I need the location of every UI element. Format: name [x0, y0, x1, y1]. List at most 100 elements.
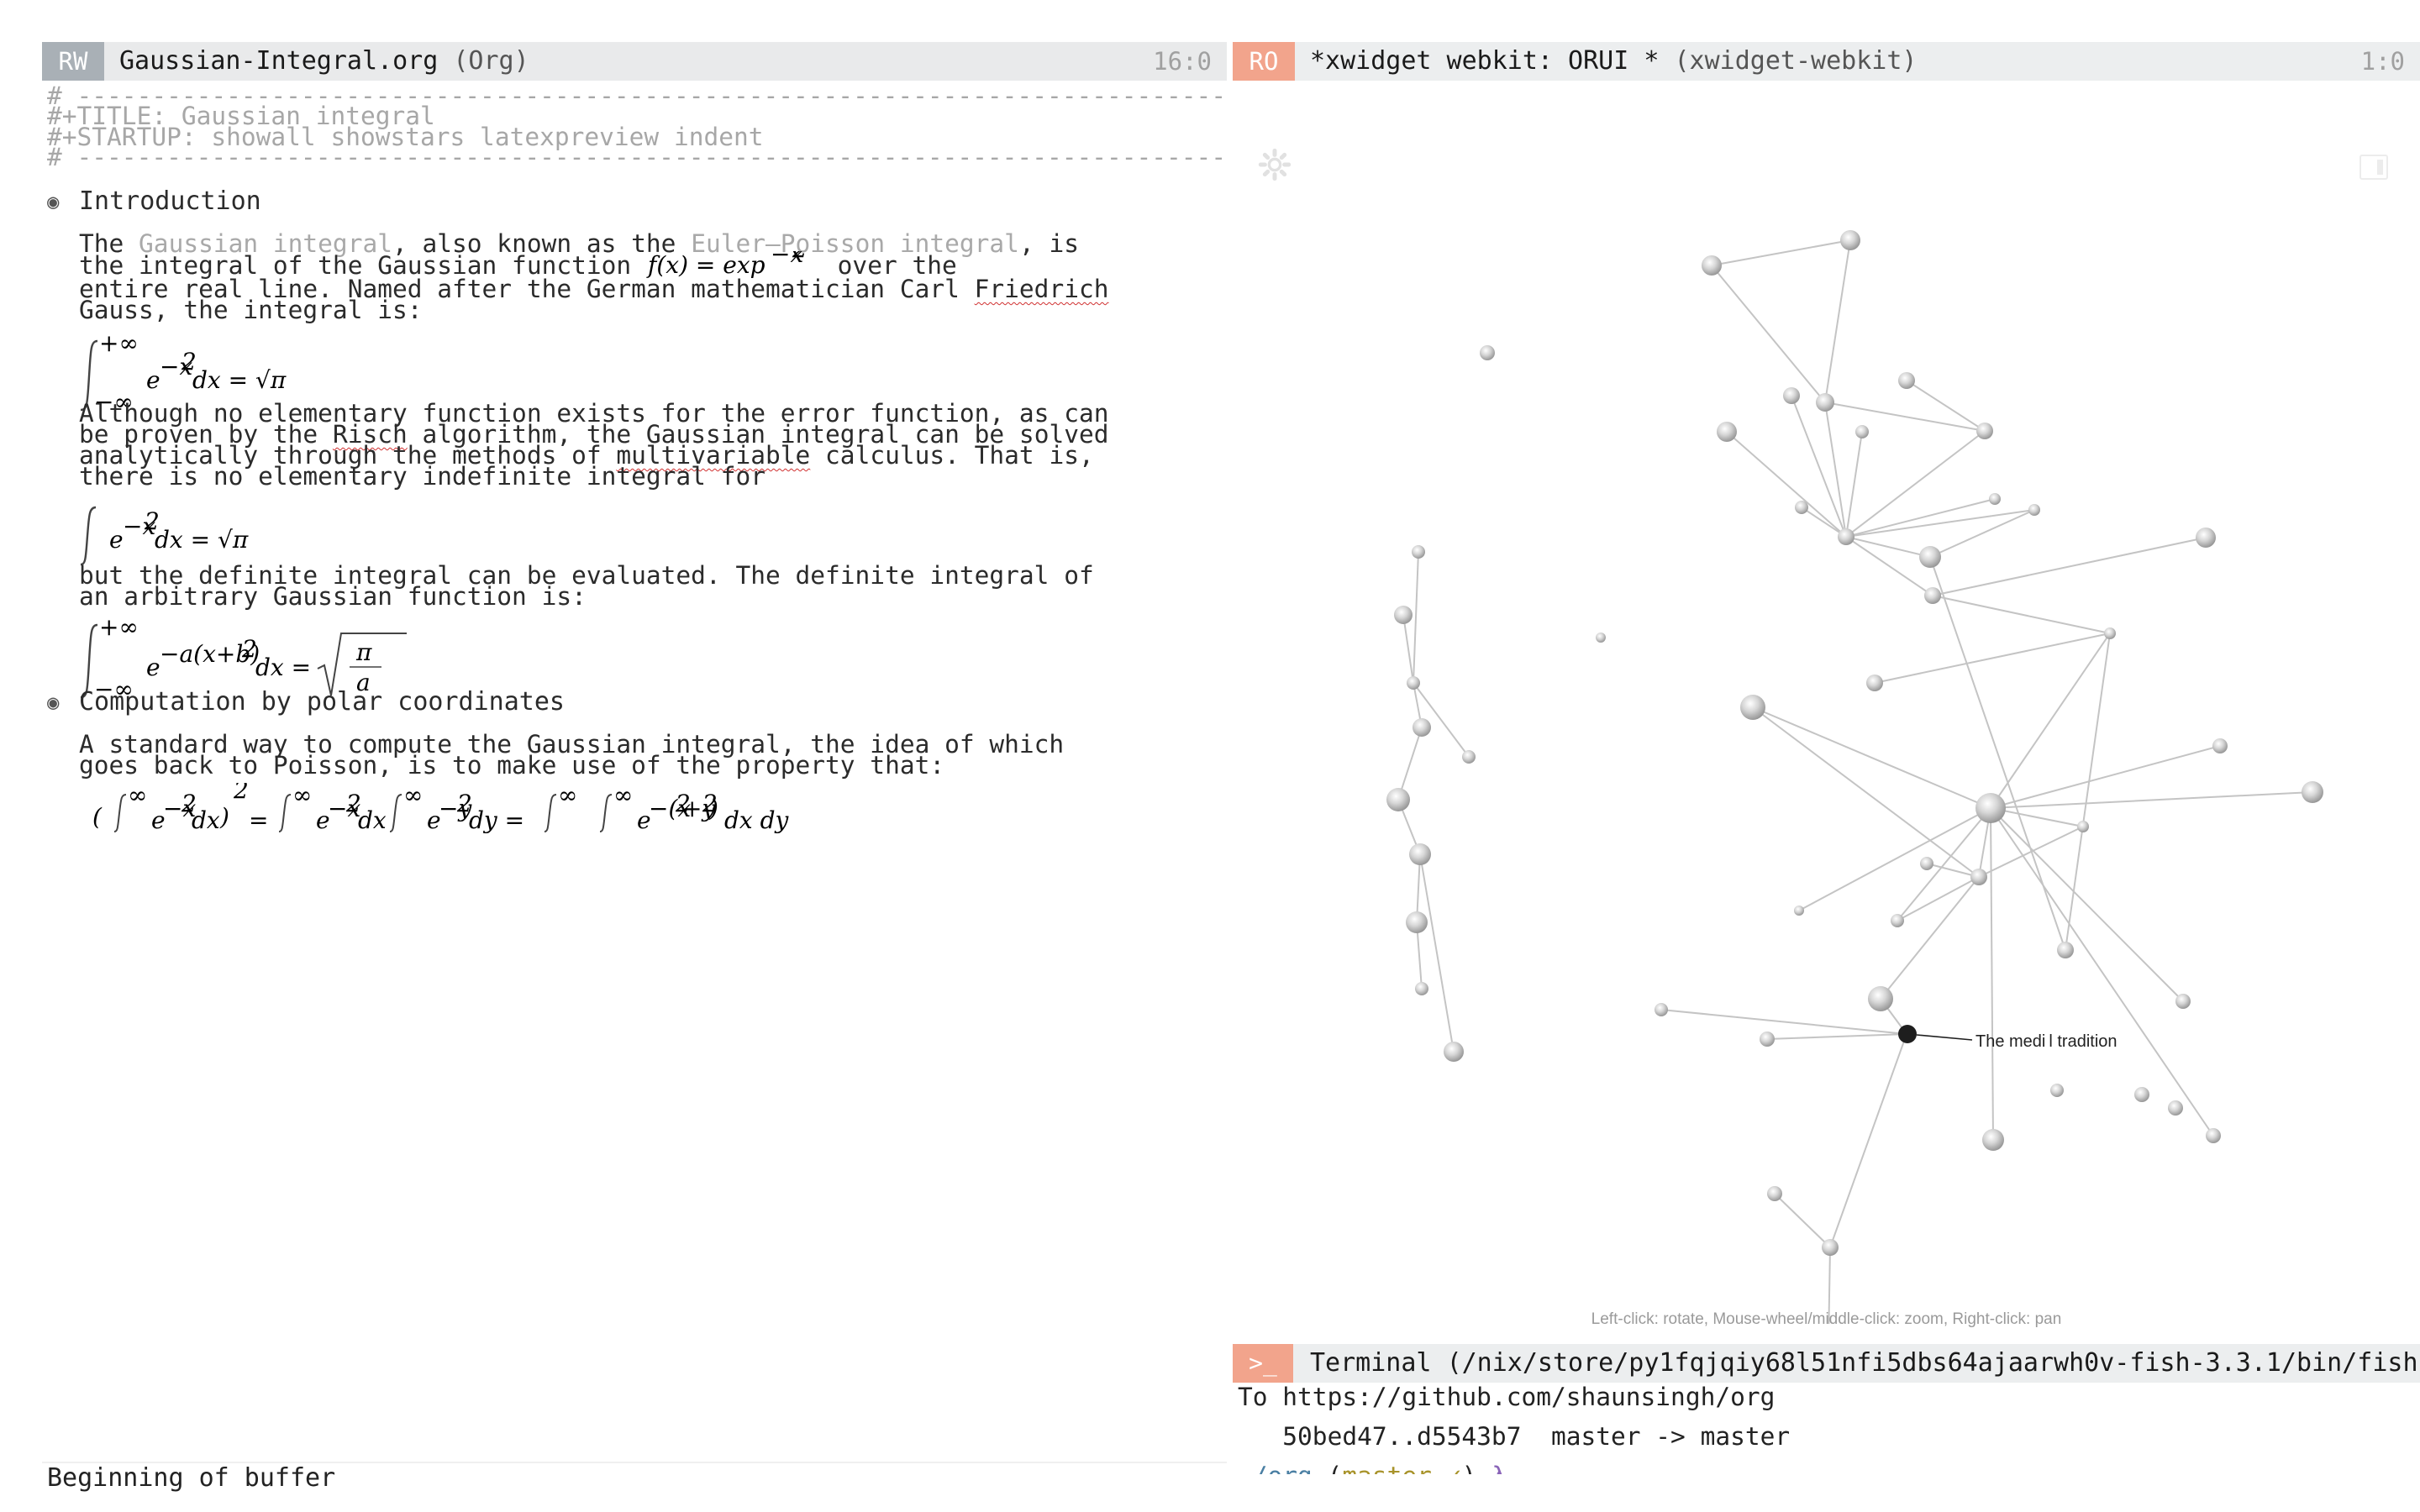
graph-node[interactable]	[1794, 906, 1804, 916]
graph-node[interactable]	[1866, 675, 1883, 691]
heading-polar-coordinates[interactable]: Computation by polar coordinates	[79, 687, 565, 717]
graph-node[interactable]	[2134, 1087, 2149, 1102]
graph-node[interactable]	[1919, 546, 1941, 568]
svg-text:−x: −x	[328, 795, 360, 822]
graph-node[interactable]	[1924, 587, 1941, 604]
graph-node[interactable]	[2028, 504, 2040, 516]
graph-node[interactable]	[2057, 942, 2074, 958]
graph-edge	[1897, 807, 1991, 921]
graph-node[interactable]	[1480, 345, 1495, 360]
intro-line-4: Gauss, the integral is:	[79, 296, 423, 324]
xwidget-webkit-pane[interactable]: RO *xwidget webkit: ORUI * (xwidget-webk…	[1233, 42, 2420, 1474]
graph-node[interactable]	[1406, 911, 1428, 933]
graph-edge	[1990, 633, 2111, 809]
graph-node[interactable]	[1868, 986, 1893, 1011]
heading-bullet-icon[interactable]: ◉	[47, 690, 60, 714]
graph-node[interactable]	[1444, 1042, 1464, 1062]
graph-node[interactable]	[2196, 528, 2216, 548]
graph-node[interactable]	[1989, 493, 2001, 505]
svg-text:e: e	[146, 366, 160, 394]
graph-svg[interactable]: The medi l tradition	[1233, 81, 2420, 1354]
svg-text:+∞: +∞	[99, 618, 139, 641]
graph-node[interactable]	[1655, 1003, 1668, 1016]
svg-text:π: π	[355, 638, 372, 666]
graph-node[interactable]	[1702, 255, 1722, 276]
graph-edge	[1416, 921, 1423, 990]
svg-text:−y: −y	[439, 795, 472, 822]
graph-edge	[1774, 1193, 1831, 1248]
heading-bullet-icon[interactable]: ◉	[47, 190, 60, 213]
graph-edge	[1416, 853, 1421, 923]
graph-node[interactable]	[1891, 914, 1904, 927]
graph-node[interactable]	[1783, 387, 1800, 404]
graph-node[interactable]	[2175, 994, 2191, 1009]
terminal-title: Terminal (/nix/store/py1fqjqiy68l51nfi5d…	[1310, 1348, 2420, 1378]
graph-node[interactable]	[1394, 606, 1413, 624]
graph-node[interactable]	[1816, 393, 1834, 412]
graph-node[interactable]	[1415, 982, 1428, 995]
svg-text:∞: ∞	[558, 783, 577, 809]
graph-node[interactable]	[1855, 425, 1869, 438]
graph-node[interactable]	[1409, 843, 1431, 865]
major-mode: (xwidget-webkit)	[1674, 46, 1918, 76]
graph-node[interactable]	[1975, 793, 2006, 823]
title-keyword: #+TITLE: Gaussian integral	[47, 102, 435, 130]
graph-node[interactable]	[1767, 1186, 1782, 1201]
sidebar-toggle-icon[interactable]	[2360, 155, 2388, 180]
svg-text:−x: −x	[163, 795, 196, 822]
graph-node[interactable]	[1412, 545, 1425, 559]
graph-node[interactable]	[1795, 501, 1808, 514]
graph-node[interactable]	[1462, 750, 1476, 764]
org-roam-graph-canvas[interactable]: The medi l tradition	[1233, 81, 2420, 1354]
svg-text:f(x) = exp: f(x) = exp	[646, 251, 765, 279]
org-editor-pane[interactable]: RW Gaussian-Integral.org (Org) 16:0 # --…	[42, 42, 1227, 1474]
buffer-name: *xwidget webkit: ORUI *	[1310, 46, 1660, 76]
graph-edge	[1845, 431, 1863, 538]
svg-text:dx = √π: dx = √π	[155, 526, 249, 554]
graph-node[interactable]	[2050, 1084, 2064, 1097]
buffer-text[interactable]: # --------------------------------------…	[42, 81, 1227, 1474]
ro-badge: RO	[1233, 42, 1295, 81]
graph-node[interactable]	[1386, 788, 1410, 811]
cursor-position: 16:0	[1153, 47, 1212, 76]
svg-text:e: e	[427, 806, 441, 834]
graph-node[interactable]	[2168, 1100, 2183, 1116]
graph-edge	[1906, 380, 1986, 432]
graph-edge	[1726, 431, 1847, 538]
svg-text:+∞: +∞	[99, 334, 139, 357]
terminal-output-1: To https://github.com/shaunsingh/org	[1238, 1383, 1776, 1411]
svg-text:−a(x+b): −a(x+b)	[160, 640, 260, 668]
terminal-prompt[interactable]: ~/org (master ✓) λ	[1238, 1459, 1507, 1474]
graph-node[interactable]	[2077, 821, 2089, 832]
heading-introduction[interactable]: Introduction	[79, 186, 261, 216]
graph-node-selected[interactable]	[1898, 1025, 1917, 1043]
graph-node[interactable]	[1760, 1032, 1775, 1047]
graph-node[interactable]	[1413, 718, 1431, 737]
graph-edge	[1845, 509, 2035, 538]
latex-preview-gaussian-integral: +∞ −∞ e −x 2 dx = √π	[80, 334, 287, 414]
link-euler-poisson[interactable]: Euler–Poisson integral	[691, 229, 1019, 258]
graph-node[interactable]	[1982, 1129, 2004, 1151]
svg-text:2: 2	[456, 790, 472, 817]
graph-node[interactable]	[1840, 230, 1860, 250]
link-gaussian-integral[interactable]: Gaussian integral	[139, 229, 392, 258]
graph-node[interactable]	[2206, 1128, 2221, 1143]
graph-node[interactable]	[2212, 738, 2228, 753]
graph-node[interactable]	[1717, 422, 1737, 442]
graph-node[interactable]	[1407, 676, 1420, 690]
graph-edge	[1660, 1009, 1907, 1035]
gear-icon[interactable]	[1258, 148, 1292, 181]
graph-node[interactable]	[1970, 869, 1987, 885]
graph-node[interactable]	[2104, 627, 2116, 639]
graph-node[interactable]	[2302, 781, 2323, 803]
svg-text:2: 2	[675, 790, 691, 817]
graph-node[interactable]	[1596, 633, 1606, 643]
graph-node[interactable]	[1740, 695, 1765, 720]
graph-edge	[1990, 807, 2214, 1137]
graph-node[interactable]	[1976, 423, 1993, 439]
graph-node[interactable]	[1898, 372, 1915, 389]
graph-node[interactable]	[1920, 857, 1933, 870]
graph-node[interactable]	[1838, 528, 1854, 545]
graph-node[interactable]	[1822, 1239, 1839, 1256]
svg-text:dx = √π: dx = √π	[192, 366, 287, 394]
